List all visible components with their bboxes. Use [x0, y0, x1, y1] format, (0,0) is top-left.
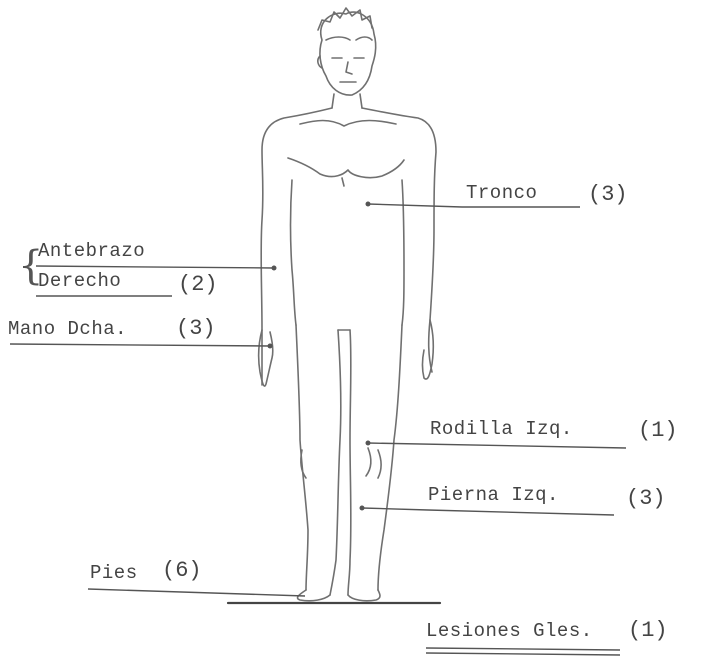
- label-rodilla: Rodilla Izq.: [430, 418, 573, 440]
- leader-line-antebrazo: [36, 266, 274, 268]
- right-hand: [259, 330, 273, 386]
- count-antebrazo: (2): [178, 272, 218, 297]
- marker-antebrazo: [272, 266, 277, 271]
- marker-pierna: [360, 506, 365, 511]
- head: [318, 8, 376, 95]
- label-tronco: Tronco: [466, 182, 537, 204]
- marker-mano: [268, 344, 273, 349]
- leader-line-pies: [88, 589, 305, 596]
- neck: [332, 94, 362, 108]
- leader-line-pierna: [362, 508, 614, 515]
- label-antebrazo-line1: Antebrazo: [38, 240, 145, 262]
- count-lesiones: (1): [628, 618, 668, 643]
- label-mano: Mano Dcha.: [8, 318, 127, 340]
- label-pies: Pies: [90, 562, 138, 584]
- leader-line-mano: [10, 344, 270, 346]
- marker-tronco: [366, 202, 371, 207]
- underline-lesiones: [426, 648, 620, 650]
- count-tronco: (3): [588, 182, 628, 207]
- leader-line-tronco: [368, 204, 580, 207]
- leader-line-rodilla: [368, 443, 626, 448]
- label-lesiones: Lesiones Gles.: [426, 620, 593, 642]
- count-pies: (6): [162, 558, 202, 583]
- feet: [298, 590, 380, 601]
- count-rodilla: (1): [638, 418, 678, 443]
- label-pierna: Pierna Izq.: [428, 484, 559, 506]
- count-mano: (3): [176, 316, 216, 341]
- label-antebrazo-line2: Derecho: [38, 270, 121, 292]
- marker-rodilla: [366, 441, 371, 446]
- count-pierna: (3): [626, 486, 666, 511]
